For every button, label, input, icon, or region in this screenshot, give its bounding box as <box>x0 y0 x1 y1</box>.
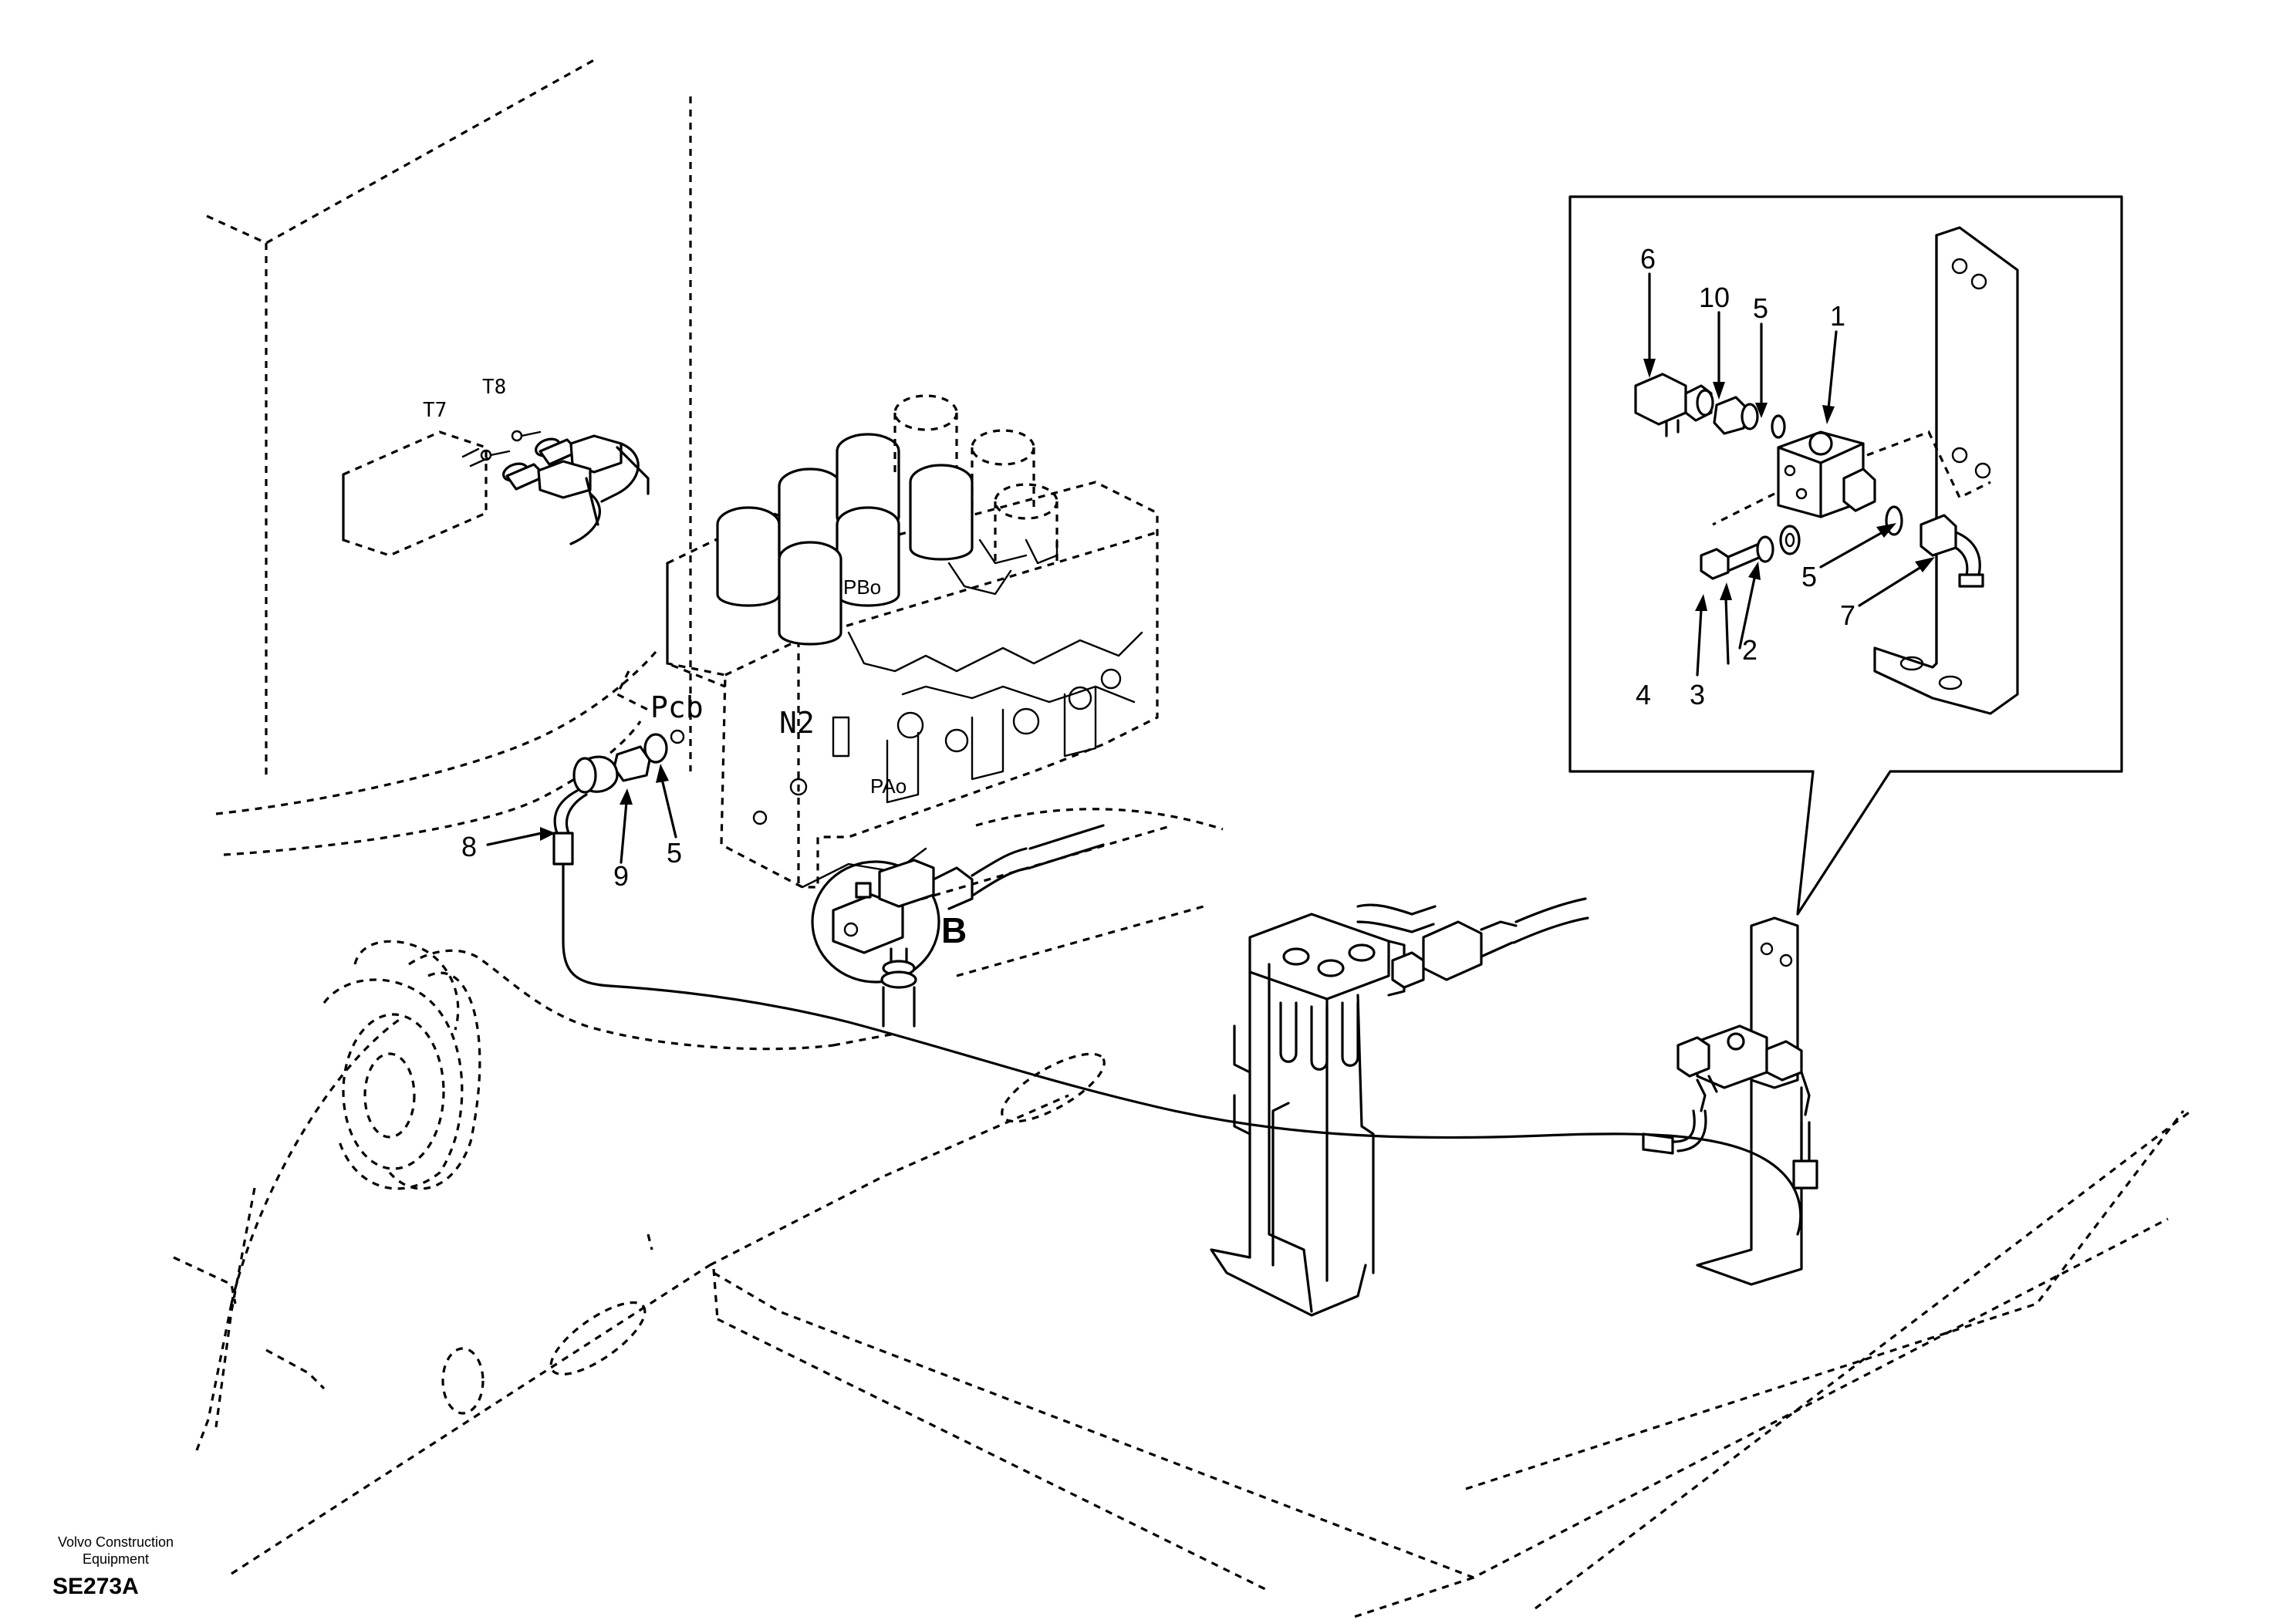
inset-callout-group: 6 10 5 1 5 7 2 3 4 <box>1636 243 1855 710</box>
callout-8: 8 <box>461 831 477 862</box>
main-leaders <box>486 764 677 864</box>
inset-callout-10: 10 <box>1699 282 1730 313</box>
manufacturer-caption: Volvo Construction Equipment <box>31 1534 201 1568</box>
inset-callout-6: 6 <box>1640 243 1656 275</box>
manufacturer-line-1: Volvo Construction <box>57 1534 174 1550</box>
callout-detail-b: B <box>941 910 967 950</box>
label-t7: T7 <box>423 399 447 422</box>
inset-callout-2: 2 <box>1742 634 1757 666</box>
pcb-fittings <box>552 729 1802 1236</box>
solenoid-bracket-assembly <box>1642 916 1818 1286</box>
fitting-plate-t7-t8 <box>342 430 650 557</box>
solenoid-valve-b <box>811 824 1105 1028</box>
inset-callout-3: 3 <box>1690 679 1705 710</box>
label-pcb: Pcb <box>650 690 704 724</box>
pedal-bracket <box>1210 897 1589 1317</box>
inset-callout-4: 4 <box>1636 679 1651 710</box>
inset-callout-7: 7 <box>1840 599 1855 631</box>
callout-5: 5 <box>667 837 682 869</box>
inset-callout-5-top: 5 <box>1753 292 1768 324</box>
detail-inset <box>1568 195 2123 916</box>
machine-frame-outline <box>173 56 2192 1618</box>
control-valve-block <box>615 394 1159 889</box>
label-pao: PAo <box>870 775 907 798</box>
label-pbo: PBo <box>843 575 881 599</box>
main-callout-group: 8 9 5 B <box>461 831 967 950</box>
label-t8: T8 <box>482 376 506 399</box>
component-label-group: T7 T8 Pcb N2 PBo PAo <box>423 376 907 798</box>
figure-code: SE273A <box>52 1574 139 1599</box>
callout-9: 9 <box>613 860 629 892</box>
inset-callout-1: 1 <box>1830 300 1845 332</box>
manufacturer-line-2: Equipment <box>82 1551 150 1567</box>
inset-callout-5-side: 5 <box>1801 561 1817 592</box>
label-n2: N2 <box>779 706 815 740</box>
